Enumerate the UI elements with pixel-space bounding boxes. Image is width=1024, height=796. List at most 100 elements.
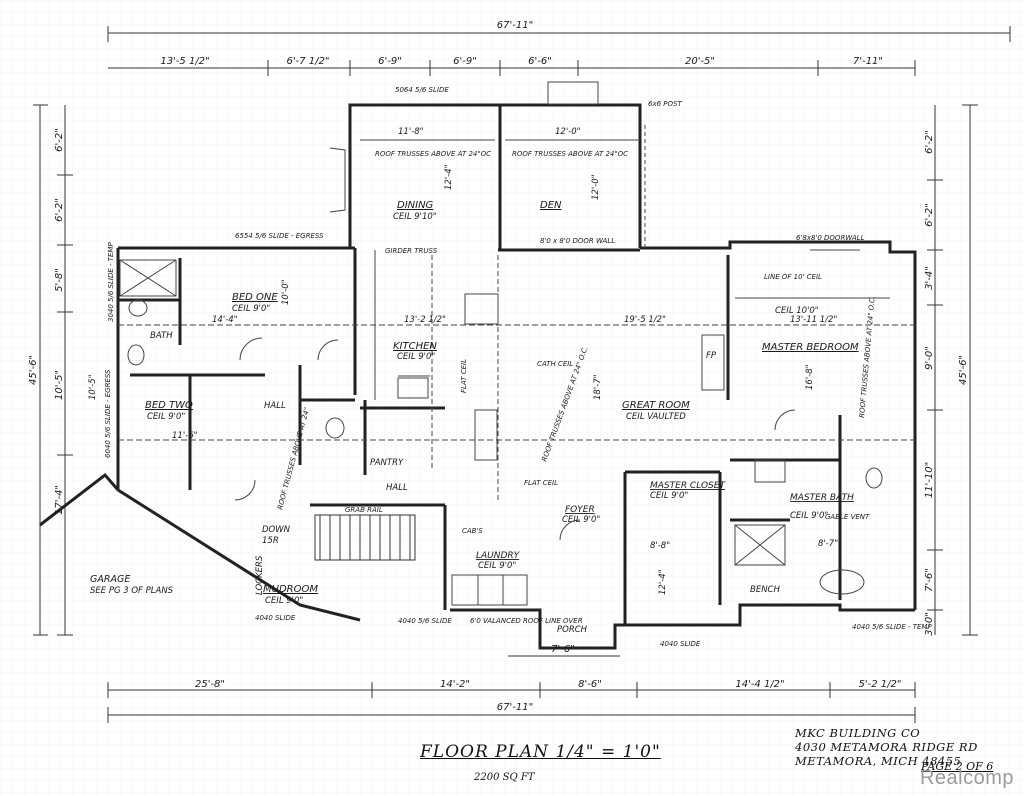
great-room-ceil: CEIL VAULTED xyxy=(626,412,686,422)
note-mudroom-wall: 4040 5/6 SLIDE xyxy=(398,617,452,625)
top-dim-5: 6'-6" xyxy=(528,56,552,67)
note-roof-truss-den: ROOF TRUSSES ABOVE AT 24"OC xyxy=(512,150,628,158)
plan-area: 2200 SQ FT xyxy=(474,772,535,783)
pantry-label: PANTRY xyxy=(370,458,404,468)
left-dim-5: 17'-4" xyxy=(54,485,65,515)
down-risers: 15R xyxy=(262,536,279,546)
kitchen-label: KITCHEN xyxy=(393,341,437,352)
note-master-slide: 4040 5/6 SLIDE - TEMP xyxy=(852,623,932,631)
interior-details xyxy=(118,81,915,606)
bed-two-width: 11'-6" xyxy=(172,431,198,441)
top-dim-4: 6'-9" xyxy=(453,56,477,67)
bed-one-width: 14'-4" xyxy=(212,315,238,325)
bottom-dim-3: 8'-6" xyxy=(578,679,602,690)
note-cabs: CAB'S xyxy=(462,527,483,535)
company-street: 4030 METAMORA RIDGE RD xyxy=(795,740,978,754)
walls xyxy=(39,103,917,650)
bed-two-depth: 10'-5" xyxy=(88,374,98,400)
master-closet-label: MASTER CLOSET xyxy=(650,481,726,491)
fireplace-label: FP xyxy=(706,351,717,361)
top-dim-2: 6'-7 1/2" xyxy=(287,56,330,67)
overall-top-dim: 67'-11" xyxy=(497,20,533,31)
note-den-wall: 8'0 x 8'0 DOOR WALL xyxy=(540,237,615,245)
right-dim-5: 11'-10" xyxy=(924,462,935,498)
bed-one-label: BED ONE xyxy=(232,292,278,303)
dining-label: DINING xyxy=(397,200,434,211)
master-bedroom-depth: 16'-8" xyxy=(805,364,815,390)
kitchen-width: 13'-2 1/2" xyxy=(404,315,446,325)
porch-label: PORCH xyxy=(557,625,588,635)
master-bath-label: MASTER BATH xyxy=(790,493,854,503)
bed-two-label: BED TWO xyxy=(145,400,193,411)
realcomp-watermark: Realcomp xyxy=(919,767,1014,789)
dimension-labels: 67'-11" 67'-11" 13'-5 1/2" 6'-7 1/2" 6'-… xyxy=(28,20,969,713)
note-line-of-ceil: LINE OF 10' CEIL xyxy=(764,273,822,281)
top-dim-6: 20'-5" xyxy=(685,56,715,67)
master-bath-width: 8'-7" xyxy=(818,539,838,549)
master-bath-ceil: CEIL 9'0" xyxy=(790,511,828,521)
note-corner-post: 6x6 POST xyxy=(648,100,682,108)
company-city: METAMORA, MICH 48455 xyxy=(795,754,962,768)
right-dim-2: 6'-2" xyxy=(924,203,935,227)
porch-width-dim: 7'-6" xyxy=(551,644,575,655)
laundry-ceil: CEIL 9'0" xyxy=(478,561,516,571)
master-closet-width: 8'-8" xyxy=(650,541,670,551)
note-roof-truss-dining: ROOF TRUSSES ABOVE AT 24"OC xyxy=(375,150,491,158)
top-dim-3: 6'-9" xyxy=(378,56,402,67)
note-bed-window: 6554 5/6 SLIDE - EGRESS xyxy=(235,232,324,240)
hall-left-label: HALL xyxy=(264,401,286,411)
master-closet-depth: 12'-4" xyxy=(658,569,668,595)
note-top-window: 5064 5/6 SLIDE xyxy=(395,86,449,94)
bottom-dim-4: 14'-4 1/2" xyxy=(735,679,784,690)
master-bedroom-width: 13'-11 1/2" xyxy=(790,315,837,325)
foyer-ceil: CEIL 9'0" xyxy=(562,515,600,525)
bottom-dim-2: 14'-2" xyxy=(440,679,470,690)
master-bedroom-ceil: CEIL 10'0" xyxy=(775,306,819,316)
great-room-width: 19'-5 1/2" xyxy=(624,315,666,325)
bed-two-ceil: CEIL 9'0" xyxy=(147,412,185,422)
top-dim-1: 13'-5 1/2" xyxy=(160,56,209,67)
note-gable-vent: GABLE VENT xyxy=(825,513,870,521)
note-grab-rail: GRAB RAIL xyxy=(345,506,383,514)
left-dim-4: 10'-5" xyxy=(54,370,65,400)
den-label: DEN xyxy=(540,200,562,211)
note-flat-ceil: FLAT CEIL xyxy=(460,359,468,393)
note-porch: 6'0 VALANCED ROOF LINE OVER xyxy=(470,617,583,625)
right-dim-3: 3'-4" xyxy=(924,266,935,290)
bottom-dim-1: 25'-8" xyxy=(195,679,225,690)
great-room-label: GREAT ROOM xyxy=(622,400,690,411)
hall-center-label: HALL xyxy=(386,483,408,493)
note-front-window-closet: 4040 SLIDE xyxy=(660,640,701,648)
mudroom-ceil: CEIL 9'0" xyxy=(265,596,303,606)
left-dim-2: 6'-2" xyxy=(54,198,65,222)
bed-one-ceil: CEIL 9'0" xyxy=(232,304,270,314)
note-master-wall: 6'8x8'0 DOORWALL xyxy=(796,234,865,242)
left-dim-3: 5'-8" xyxy=(54,268,65,292)
bench-label: BENCH xyxy=(750,585,780,595)
garage-label: GARAGE xyxy=(90,574,130,585)
master-closet-ceil: CEIL 9'0" xyxy=(650,491,688,501)
note-flat-ceil-great: FLAT CEIL xyxy=(524,479,558,487)
den-width: 12'-0" xyxy=(555,127,581,137)
top-dim-7: 7'-11" xyxy=(853,56,883,67)
den-depth: 12'-0" xyxy=(591,174,601,200)
note-bed1-slide: 3040 5/6 SLIDE - TEMP xyxy=(107,242,115,322)
dining-depth: 12'-4" xyxy=(444,164,454,190)
dining-ceil: CEIL 9'10" xyxy=(393,212,437,222)
note-cath-ceil: CATH CEIL xyxy=(537,360,573,368)
laundry-label: LAUNDRY xyxy=(476,551,521,561)
left-dim-1: 6'-2" xyxy=(54,128,65,152)
page-number: PAGE 2 OF 6 xyxy=(921,760,994,773)
master-bedroom-label: MASTER BEDROOM xyxy=(762,342,859,353)
left-overall-dim: 45'-6" xyxy=(28,355,39,385)
right-overall-dim: 45'-6" xyxy=(958,355,969,385)
bath-label: BATH xyxy=(150,331,173,341)
note-girder-truss: GIRDER TRUSS xyxy=(385,247,438,255)
foyer-label: FOYER xyxy=(565,505,595,515)
company-name: MKC BUILDING CO xyxy=(795,726,921,740)
down-label: DOWN xyxy=(262,525,291,535)
plan-title: FLOOR PLAN 1/4" = 1'0" xyxy=(420,742,661,762)
overall-bottom-dim: 67'-11" xyxy=(497,702,533,713)
